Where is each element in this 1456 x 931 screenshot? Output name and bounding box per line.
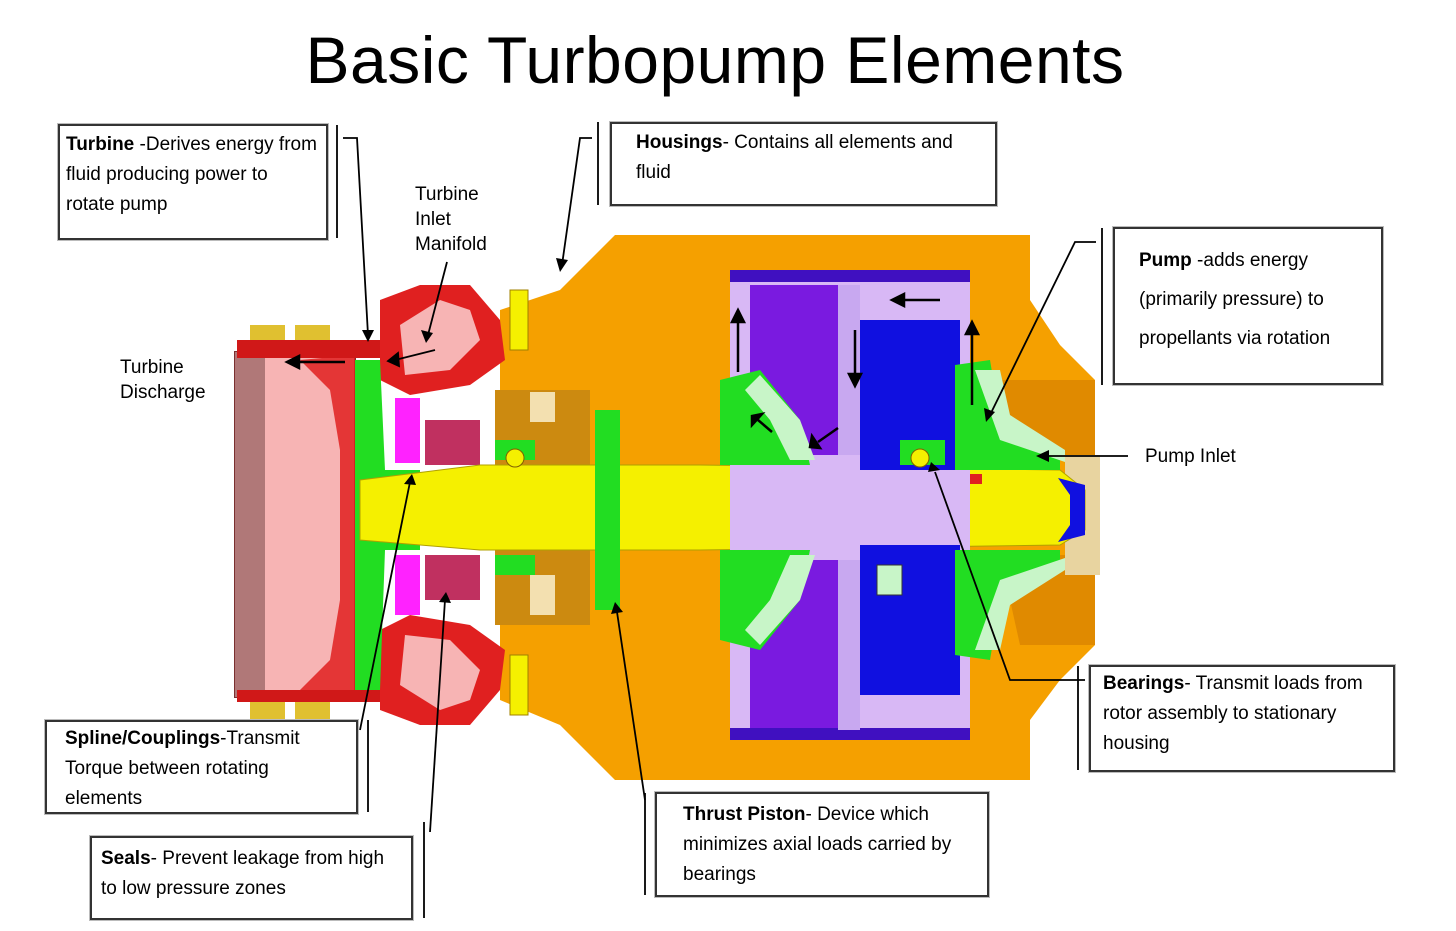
coupling-green [495,555,535,575]
pump-blue-volute [860,545,960,695]
pointer-arrows [386,349,436,368]
seals-desc: Prevent leakage from high to low pressur… [101,848,385,899]
pump-crossover [838,285,860,455]
housings-term: Housings [636,132,723,153]
pump-balance-piece [876,564,903,596]
impeller-shroud [745,555,815,645]
manifold-bolt [509,289,529,351]
page-title: Basic Turbopump Elements [305,23,1125,97]
casing-rim [237,340,382,358]
spline-sep: - [220,728,227,749]
pump-callout: Pump -adds energy (primarily pressure) t… [1113,227,1383,385]
turbine-exhaust-wall [235,352,265,697]
thrust-term: Thrust Piston [683,804,806,825]
seal-ring [425,555,480,600]
seals-sep: - [150,848,163,869]
spline-callout: Spline/Couplings-Transmit Torque between… [45,720,358,814]
bearing-housing [530,392,555,422]
inducer-shroud [975,558,1065,650]
housings-sep: - [722,132,735,153]
turbine-discharge-label: Turbine Discharge [120,357,206,403]
housings-desc: Contains all elements and fluid [636,132,953,183]
shaft-nose [1058,478,1085,542]
turbine-term: Turbine [66,134,135,155]
turbine-sep: - [134,134,146,155]
leader-arrowheads [362,258,1049,614]
turbine-bearing-ball [505,448,525,468]
bearings-callout: Bearings- Transmit loads from rotor asse… [1089,665,1395,772]
pump-sep: - [1191,250,1204,271]
pump-bearing-ball [910,448,930,468]
housings-callout: Housings- Contains all elements and flui… [610,122,997,206]
seal-block [395,555,420,615]
discharge-arrow [284,353,345,371]
turbine-inlet-manifold-core [400,300,480,375]
turbine-blade-path [300,355,355,695]
spline-term: Spline/Couplings [65,728,221,749]
pump-term: Pump [1139,250,1192,271]
casing-rim [237,690,382,702]
turbine-callout: Turbine -Derives energy from fluid produ… [58,124,328,240]
seals-callout: Seals- Prevent leakage from high to low … [90,836,413,920]
flow-arrows [729,291,981,450]
leader-lines [336,122,1128,918]
turbine-inlet-manifold-label: Turbine Inlet Manifold [415,184,487,255]
pump-desc: adds energy (primarily pressure) to prop… [1139,250,1331,349]
thrust-desc: Device which minimizes axial loads carri… [683,804,952,885]
impeller-shroud [745,375,815,460]
spline-desc: Transmit Torque between rotating element… [65,728,300,809]
pump-bottom-band [730,728,970,740]
bearing-housing [530,575,555,615]
turbine-desc: Derives energy from fluid producing powe… [66,134,317,215]
pump-crossover [838,560,860,730]
pump-top-band [730,270,970,282]
seal-ring [425,420,480,465]
seals-term: Seals [101,848,151,869]
thrust-piston [595,410,620,610]
thrust-sep: - [805,804,818,825]
bearings-term: Bearings [1103,673,1185,694]
bearings-sep: - [1184,673,1196,694]
thrust-piston-callout: Thrust Piston- Device which minimizes ax… [655,792,989,897]
inducer-shroud [975,370,1065,462]
bearings-desc: Transmit loads from rotor assembly to st… [1103,673,1363,754]
pump-inlet-label: Pump Inlet [1145,446,1236,467]
seal-block [395,398,420,463]
manifold-bolt [509,654,529,716]
